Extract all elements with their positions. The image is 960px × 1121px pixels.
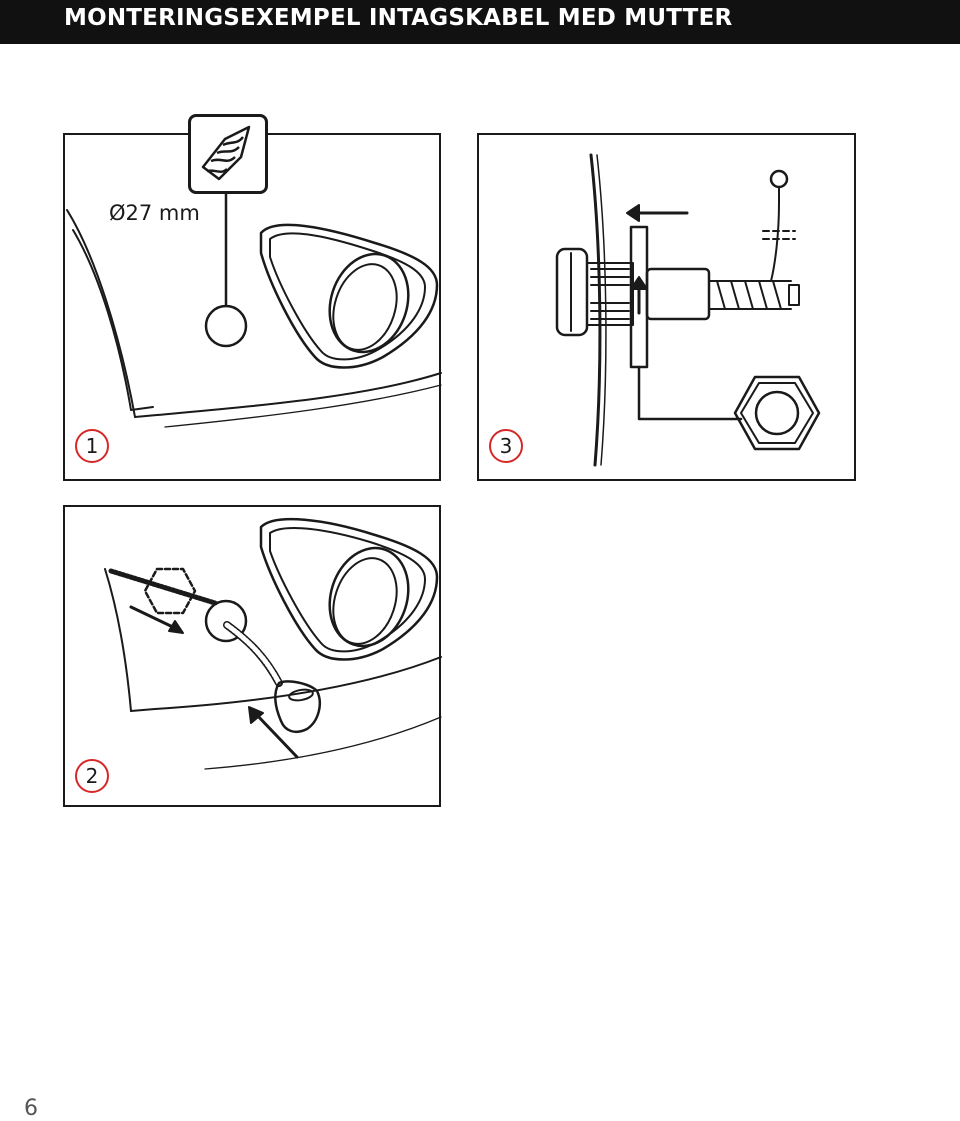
page-number: 6: [24, 1096, 38, 1121]
step-number-2: 2: [75, 759, 109, 793]
hole-diameter-label: Ø27 mm: [109, 201, 200, 225]
step-number-3: 3: [489, 429, 523, 463]
step-2-panel: 2: [63, 505, 442, 807]
header-bar: MONTERINGSEXEMPEL INTAGSKABEL MED MUTTER: [0, 0, 960, 44]
step-3-panel: 3: [477, 133, 856, 481]
drill-bit-box: [188, 114, 268, 194]
drill-bit-icon: [201, 125, 251, 181]
step-1-illustration: [66, 192, 442, 428]
step-2-illustration: [104, 517, 442, 770]
step-1-panel: Ø27 mm 1: [63, 114, 442, 481]
step-3-illustration: [555, 153, 821, 467]
step-number-1: 1: [75, 429, 109, 463]
page-title: MONTERINGSEXEMPEL INTAGSKABEL MED MUTTER: [64, 5, 733, 31]
